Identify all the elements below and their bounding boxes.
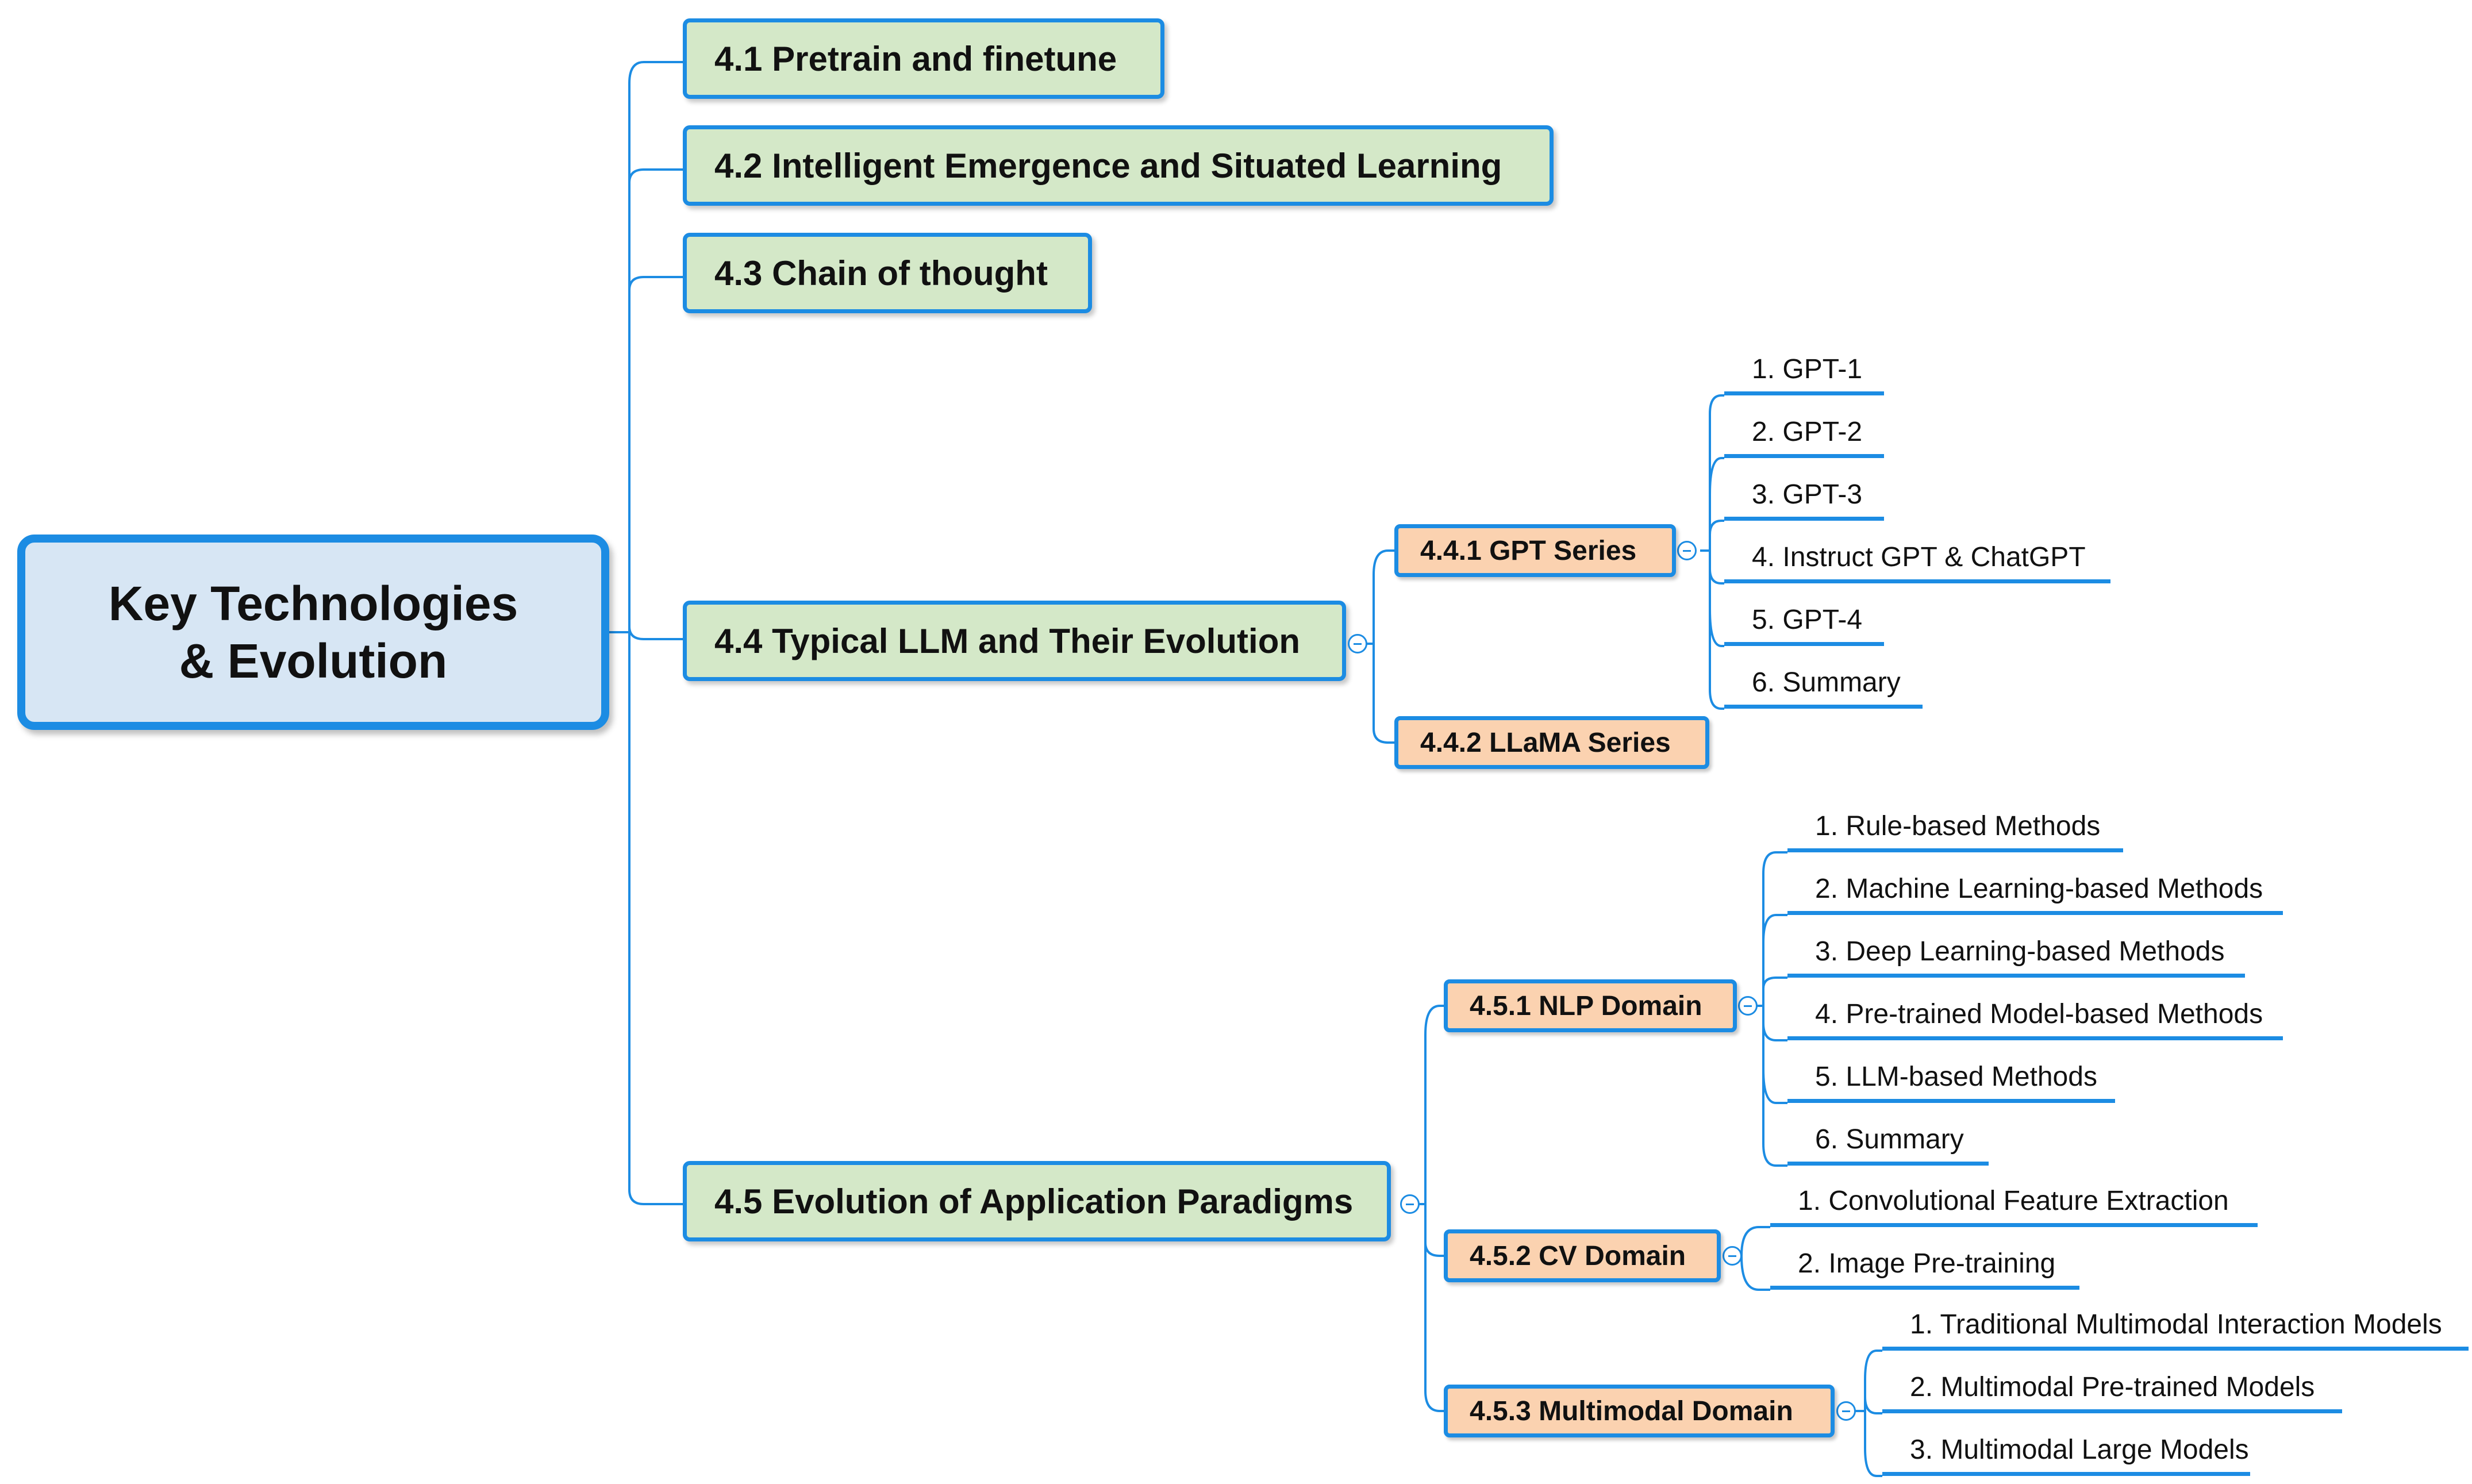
subtopic-4-5-2[interactable]: 4.5.2 CV Domain	[1444, 1229, 1721, 1282]
topic-label: 4.1 Pretrain and finetune	[714, 39, 1117, 78]
leaf-item[interactable]: 4. Pre-trained Model-based Methods	[1787, 994, 2283, 1040]
topic-label: 4.5 Evolution of Application Paradigms	[714, 1182, 1354, 1221]
topic-label: 4.4 Typical LLM and Their Evolution	[714, 621, 1301, 660]
collapse-toggle-icon[interactable]	[1738, 996, 1758, 1016]
root-title-line2: & Evolution	[179, 634, 448, 688]
leaf-item[interactable]: 2. Image Pre-training	[1770, 1244, 2079, 1290]
topic-label: 4.2 Intelligent Emergence and Situated L…	[714, 146, 1502, 185]
topic-label: 4.3 Chain of thought	[714, 253, 1048, 293]
leaf-item[interactable]: 2. Multimodal Pre-trained Models	[1882, 1367, 2342, 1413]
leaf-item[interactable]: 3. GPT-3	[1724, 475, 1884, 521]
leaf-item[interactable]: 1. Traditional Multimodal Interaction Mo…	[1882, 1305, 2469, 1351]
leaf-item[interactable]: 1. Rule-based Methods	[1787, 806, 2123, 852]
subtopic-4-5-1[interactable]: 4.5.1 NLP Domain	[1444, 979, 1737, 1032]
leaf-item[interactable]: 1. Convolutional Feature Extraction	[1770, 1181, 2258, 1227]
leaf-item[interactable]: 6. Summary	[1787, 1120, 1989, 1166]
leaf-item[interactable]: 3. Deep Learning-based Methods	[1787, 932, 2245, 978]
topic-4-2[interactable]: 4.2 Intelligent Emergence and Situated L…	[683, 125, 1554, 206]
leaf-item[interactable]: 2. GPT-2	[1724, 412, 1884, 458]
subtopic-label: 4.4.1 GPT Series	[1420, 535, 1637, 566]
subtopic-label: 4.4.2 LLaMA Series	[1420, 727, 1671, 758]
leaf-item[interactable]: 6. Summary	[1724, 663, 1923, 709]
collapse-toggle-icon[interactable]	[1723, 1246, 1742, 1266]
topic-4-3[interactable]: 4.3 Chain of thought	[683, 233, 1092, 313]
root-topic[interactable]: Key Technologies & Evolution	[17, 535, 609, 730]
collapse-toggle-icon[interactable]	[1836, 1401, 1856, 1421]
leaf-item[interactable]: 2. Machine Learning-based Methods	[1787, 869, 2283, 915]
subtopic-4-5-3[interactable]: 4.5.3 Multimodal Domain	[1444, 1385, 1835, 1437]
subtopic-label: 4.5.2 CV Domain	[1470, 1240, 1686, 1271]
leaf-item[interactable]: 3. Multimodal Large Models	[1882, 1430, 2250, 1476]
topic-4-1[interactable]: 4.1 Pretrain and finetune	[683, 18, 1164, 99]
leaf-item[interactable]: 5. LLM-based Methods	[1787, 1057, 2115, 1103]
collapse-toggle-icon[interactable]	[1400, 1194, 1420, 1214]
subtopic-4-4-1[interactable]: 4.4.1 GPT Series	[1394, 524, 1676, 577]
root-title-line1: Key Technologies	[108, 576, 518, 630]
subtopic-label: 4.5.1 NLP Domain	[1470, 990, 1702, 1021]
subtopic-4-4-2[interactable]: 4.4.2 LLaMA Series	[1394, 716, 1709, 769]
topic-4-4[interactable]: 4.4 Typical LLM and Their Evolution	[683, 601, 1346, 681]
leaf-item[interactable]: 1. GPT-1	[1724, 349, 1884, 395]
subtopic-label: 4.5.3 Multimodal Domain	[1470, 1395, 1793, 1427]
collapse-toggle-icon[interactable]	[1677, 541, 1697, 560]
leaf-item[interactable]: 4. Instruct GPT & ChatGPT	[1724, 537, 2110, 583]
connector-trunk	[628, 83, 683, 1205]
collapse-toggle-icon[interactable]	[1348, 634, 1367, 653]
topic-4-5[interactable]: 4.5 Evolution of Application Paradigms	[683, 1161, 1391, 1241]
leaf-item[interactable]: 5. GPT-4	[1724, 600, 1884, 646]
